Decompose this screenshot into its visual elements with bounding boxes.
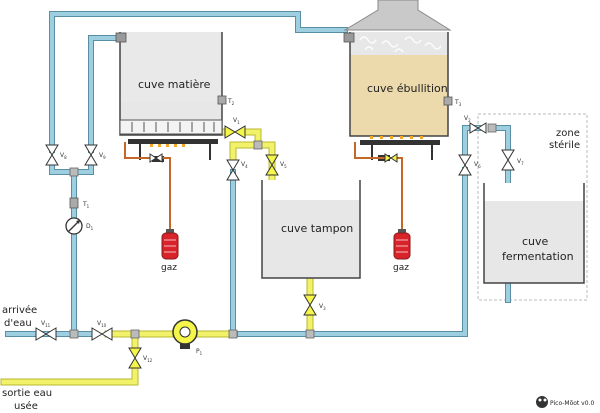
svg-text:V4: V4 bbox=[241, 161, 248, 169]
valve-v11-sub: 11 bbox=[45, 323, 51, 328]
sterile-zone-border bbox=[477, 113, 588, 301]
svg-text:T2: T2 bbox=[227, 98, 235, 106]
boil-kettle: cuve ébullition bbox=[343, 0, 452, 137]
fermentation-tank-label-line2: fermentation bbox=[502, 250, 574, 263]
svg-text:V7: V7 bbox=[517, 158, 524, 166]
valve-v7[interactable] bbox=[501, 149, 515, 171]
valve-v10-label: V bbox=[97, 320, 102, 327]
temp-sensor-t3 bbox=[443, 96, 453, 106]
valve-v8-sub: 8 bbox=[64, 155, 67, 160]
water-outlet-label-line2: usée bbox=[14, 400, 38, 412]
svg-text:V5: V5 bbox=[280, 161, 287, 169]
svg-text:V2: V2 bbox=[464, 115, 471, 123]
buffer-tank: cuve tampon bbox=[261, 180, 361, 279]
valve-v8-label: V bbox=[60, 152, 65, 159]
svg-text:V12: V12 bbox=[143, 355, 153, 363]
valve-v2-sub: 2 bbox=[468, 118, 471, 123]
valve-v10[interactable] bbox=[91, 327, 113, 341]
valve-v3-label: V bbox=[319, 303, 324, 310]
svg-text:V10: V10 bbox=[97, 320, 107, 328]
valve-v12[interactable] bbox=[128, 347, 142, 369]
valve-v5-sub: 5 bbox=[284, 164, 287, 169]
gas-valve-left bbox=[149, 153, 163, 163]
valve-v2-label: V bbox=[464, 115, 469, 122]
svg-text:V6: V6 bbox=[474, 161, 481, 169]
gas-label-right: gaz bbox=[393, 263, 409, 273]
water-inlet-label-line2: d'eau bbox=[4, 318, 32, 329]
valve-v1[interactable] bbox=[224, 125, 246, 139]
temp-sensor-t1 bbox=[69, 197, 79, 209]
temp-sensor-t3-sub: 3 bbox=[459, 102, 462, 107]
valve-v3-sub: 3 bbox=[323, 306, 326, 311]
valve-v4-sub: 4 bbox=[245, 164, 248, 169]
valve-v5[interactable] bbox=[265, 154, 279, 176]
fermentation-tank: cuve fermentation bbox=[483, 183, 585, 284]
valve-v1-sub: 1 bbox=[237, 120, 240, 125]
svg-text:V11: V11 bbox=[41, 320, 51, 328]
svg-text:V3: V3 bbox=[319, 303, 326, 311]
valve-v9-label: V bbox=[99, 152, 104, 159]
valve-v9-sub: 9 bbox=[103, 155, 106, 160]
buffer-tank-label: cuve tampon bbox=[281, 222, 353, 235]
sterile-zone-label-line1: zone bbox=[556, 128, 580, 139]
flow-meter-d1-label: D bbox=[86, 223, 91, 230]
valve-v4-label: V bbox=[241, 161, 246, 168]
valve-v6-sub: 6 bbox=[478, 164, 481, 169]
svg-text:V8: V8 bbox=[60, 152, 67, 160]
fermentation-tank-label-line1: cuve bbox=[522, 235, 549, 248]
svg-text:V1: V1 bbox=[233, 117, 240, 125]
pipe-junctions bbox=[69, 123, 497, 339]
valve-v3[interactable] bbox=[303, 294, 317, 316]
valve-v5-label: V bbox=[280, 161, 285, 168]
valve-v7-label: V bbox=[517, 158, 522, 165]
logo-text: Pico-Mõot v0.0 bbox=[550, 400, 594, 407]
gas-bottle-right bbox=[393, 229, 411, 260]
boil-kettle-water-tap bbox=[343, 32, 355, 43]
gas-lines bbox=[124, 142, 403, 232]
temp-sensor-t2-label: T bbox=[227, 98, 232, 105]
pump-p1-label: P bbox=[196, 348, 200, 355]
svg-text:T3: T3 bbox=[454, 99, 462, 107]
mash-tank-water-tap bbox=[115, 32, 127, 43]
flow-meter-d1-sub: 1 bbox=[91, 226, 94, 231]
boil-kettle-label: cuve ébullition bbox=[367, 82, 448, 95]
svg-text:P1: P1 bbox=[196, 348, 203, 356]
sterile-zone-label-line2: stérile bbox=[549, 139, 580, 151]
gas-valve-right bbox=[384, 153, 398, 163]
valve-v10-sub: 10 bbox=[101, 323, 107, 328]
water-outlet-label-line1: sortie eau bbox=[2, 388, 52, 399]
valve-v4[interactable] bbox=[226, 159, 240, 181]
temp-sensor-t2-sub: 2 bbox=[232, 101, 235, 106]
mash-tank: cuve matière bbox=[119, 32, 223, 136]
water-inlet-label-line1: arrivée bbox=[2, 304, 37, 316]
valve-v11-label: V bbox=[41, 320, 46, 327]
temp-sensor-t1-sub: 1 bbox=[87, 204, 90, 209]
pico-moot-logo-icon bbox=[536, 396, 548, 408]
valve-v9[interactable] bbox=[84, 144, 98, 166]
valve-v6[interactable] bbox=[458, 154, 472, 176]
valve-v6-label: V bbox=[474, 161, 479, 168]
valve-v1-label: V bbox=[233, 117, 238, 124]
gas-label-left: gaz bbox=[161, 263, 177, 273]
flow-meter-d1 bbox=[65, 217, 83, 235]
gas-bottle-left bbox=[161, 229, 179, 260]
valve-v11[interactable] bbox=[35, 327, 57, 341]
svg-text:T1: T1 bbox=[82, 201, 90, 209]
pump-p1[interactable] bbox=[172, 319, 198, 349]
valve-v12-label: V bbox=[143, 355, 148, 362]
temp-sensor-t1-label: T bbox=[82, 201, 87, 208]
valve-v12-sub: 12 bbox=[147, 358, 153, 363]
svg-text:V9: V9 bbox=[99, 152, 106, 160]
valve-v8[interactable] bbox=[45, 144, 59, 166]
temp-sensor-t3-label: T bbox=[454, 99, 459, 106]
valve-v2[interactable] bbox=[469, 122, 487, 134]
temp-sensor-t2 bbox=[217, 95, 227, 105]
pump-p1-sub: 1 bbox=[200, 351, 203, 356]
valve-v7-sub: 7 bbox=[521, 161, 524, 166]
svg-text:D1: D1 bbox=[86, 223, 94, 231]
mash-tank-label: cuve matière bbox=[138, 78, 211, 91]
